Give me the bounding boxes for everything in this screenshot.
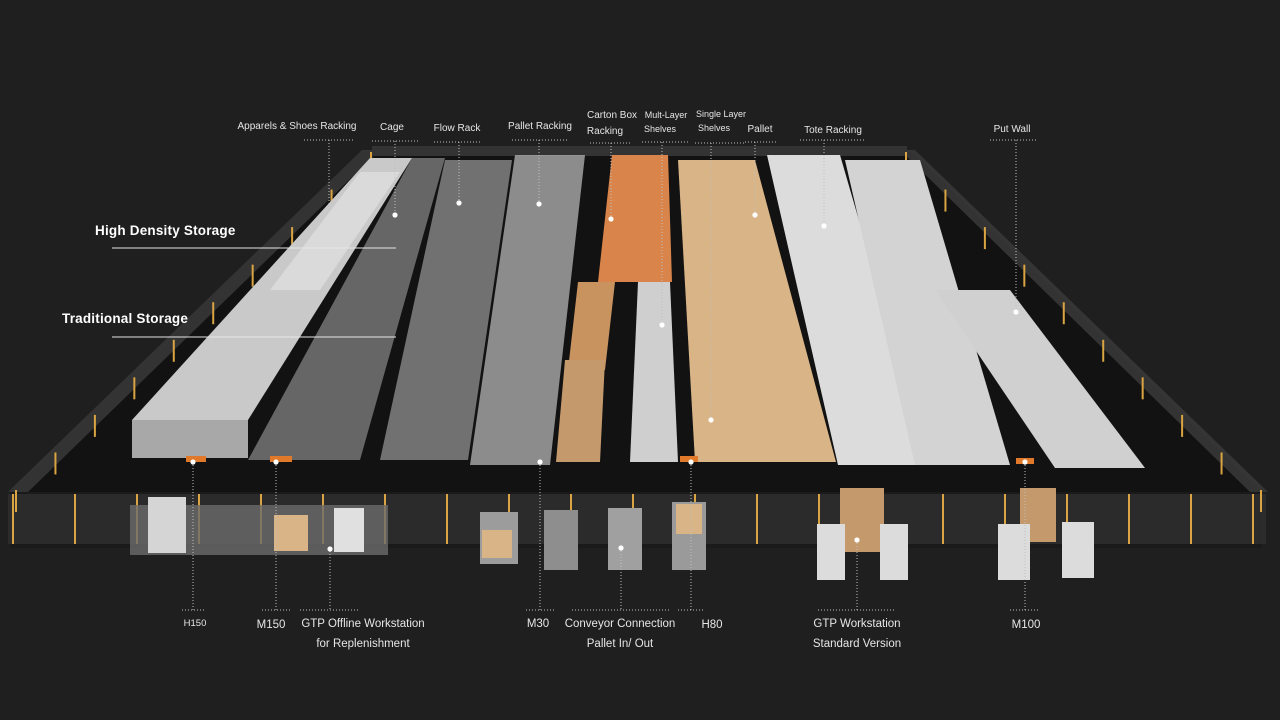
gtp-offline-workstation [130, 497, 388, 555]
multi-layer-shelves [630, 282, 678, 462]
fence-post [12, 494, 14, 544]
label-flow-rack: Flow Rack [433, 123, 481, 134]
label-gtp-standard-line2: Standard Version [812, 638, 902, 650]
fence-post [1128, 494, 1130, 544]
fence-post [212, 302, 215, 325]
label-m100: M100 [1011, 619, 1041, 631]
fence-post [942, 494, 944, 544]
fence-post [1066, 494, 1068, 544]
fence-post [15, 490, 17, 512]
fence-post [983, 227, 986, 250]
top-leaders [304, 139, 1038, 420]
fence-post [1220, 452, 1223, 475]
pallet-racking [470, 155, 585, 465]
fence-post [133, 377, 136, 400]
bottom-dots [190, 459, 1028, 552]
label-conveyor-line2: Pallet In/ Out [586, 638, 654, 650]
fence-post [1252, 494, 1254, 544]
h80-robot [672, 502, 706, 570]
fence-post [251, 264, 254, 287]
fence-post [1023, 264, 1026, 287]
single-layer-shelves [678, 160, 836, 462]
label-single-layer-line2: Shelves [697, 123, 731, 133]
fence-post [291, 227, 294, 250]
fence-post [1141, 377, 1144, 400]
fence-post [74, 494, 76, 544]
label-apparels-shoes-racking: Apparels & Shoes Racking [237, 121, 357, 132]
fence-post [446, 494, 448, 544]
fence-post [818, 494, 820, 544]
label-pallet: Pallet [747, 124, 773, 135]
put-wall [935, 290, 1145, 468]
fence-post [172, 339, 175, 362]
label-cage: Cage [380, 122, 404, 133]
label-m30: M30 [526, 618, 550, 630]
label-gtp-standard-line1: GTP Workstation [813, 618, 901, 630]
label-gtp-offline-line2: for Replenishment [316, 638, 410, 650]
fence-post [93, 414, 96, 437]
fence-post [1004, 494, 1006, 544]
bottom-leaders [182, 462, 1040, 611]
top-dots [392, 200, 1019, 423]
m30-robot [480, 512, 518, 564]
cage-racking [248, 158, 445, 460]
fence-left [8, 150, 380, 492]
label-gtp-offline-line1: GTP Offline Workstation [301, 618, 425, 630]
carton-box-racking [556, 155, 672, 462]
label-tote-racking: Tote Racking [804, 125, 862, 136]
label-conveyor-line1: Conveyor Connection [564, 618, 676, 630]
fence-post [54, 452, 57, 475]
gtp-standard-workstation [817, 488, 908, 580]
fence-right [900, 150, 1268, 492]
fence-post [1102, 339, 1105, 362]
fence-post [944, 189, 947, 212]
label-m150: M150 [256, 619, 286, 631]
flow-rack [380, 160, 512, 460]
label-h150: H150 [183, 618, 207, 629]
label-single-layer-line1: Single Layer [695, 109, 747, 119]
fence-post [1260, 490, 1262, 512]
label-multi-layer-line2: Shelves [643, 124, 677, 134]
label-pallet-racking: Pallet Racking [508, 121, 572, 132]
label-carton-box-line1: Carton Box [586, 110, 638, 121]
label-put-wall: Put Wall [993, 124, 1031, 135]
label-carton-box-line2: Racking [586, 126, 624, 137]
label-multi-layer-line1: Mult-Layer [644, 110, 688, 120]
fence-post [756, 494, 758, 544]
fence-post [1190, 494, 1192, 544]
traditional-storage-title: Traditional Storage [62, 311, 189, 326]
fence-post [1062, 302, 1065, 325]
label-h80: H80 [701, 619, 723, 631]
high-density-storage-title: High Density Storage [95, 223, 236, 238]
fence-post [1181, 414, 1184, 437]
conveyor-connection [544, 508, 642, 570]
tote-racking [767, 155, 1010, 465]
apparels-racking [132, 158, 412, 458]
fence-back [372, 146, 907, 156]
